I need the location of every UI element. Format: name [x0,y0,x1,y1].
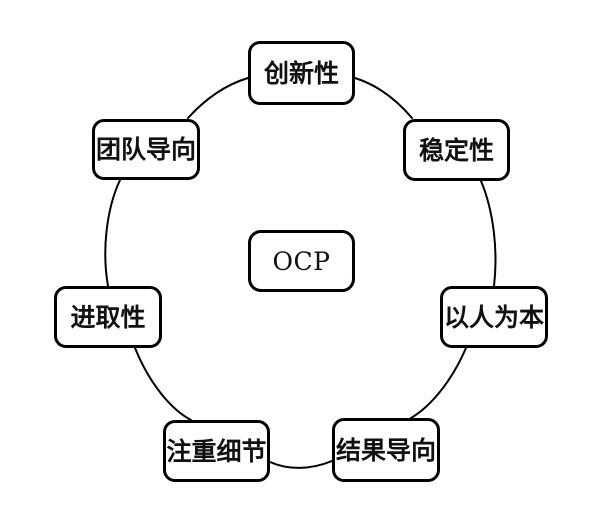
node-innovation[interactable]: 创新性 [248,41,355,105]
node-innovation-label: 创新性 [263,58,339,88]
connector-detail-to-aggressiveness [134,347,192,421]
node-results-label: 结果导向 [335,435,436,465]
connector-innovation-to-stability [354,77,413,119]
node-stability-label: 稳定性 [418,135,494,165]
node-team[interactable]: 团队导向 [92,119,200,180]
node-center-ocp[interactable]: OCP [248,230,355,292]
node-detail-label: 注重细节 [166,436,267,466]
node-aggressiveness-label: 进取性 [70,302,146,332]
node-team-label: 团队导向 [95,135,196,164]
connector-stability-to-people [480,180,497,287]
connector-people-to-results [410,347,467,419]
node-center-ocp-label: OCP [272,246,331,276]
connector-aggressiveness-to-team [104,179,121,287]
node-people-first-label: 以人为本 [443,302,544,332]
node-stability[interactable]: 稳定性 [403,119,510,181]
connector-team-to-innovation [187,77,249,119]
node-results[interactable]: 结果导向 [332,418,440,482]
node-detail[interactable]: 注重细节 [163,420,270,482]
node-aggressiveness[interactable]: 进取性 [54,286,162,348]
node-people-first[interactable]: 以人为本 [440,286,548,348]
connector-results-to-detail [269,460,333,469]
